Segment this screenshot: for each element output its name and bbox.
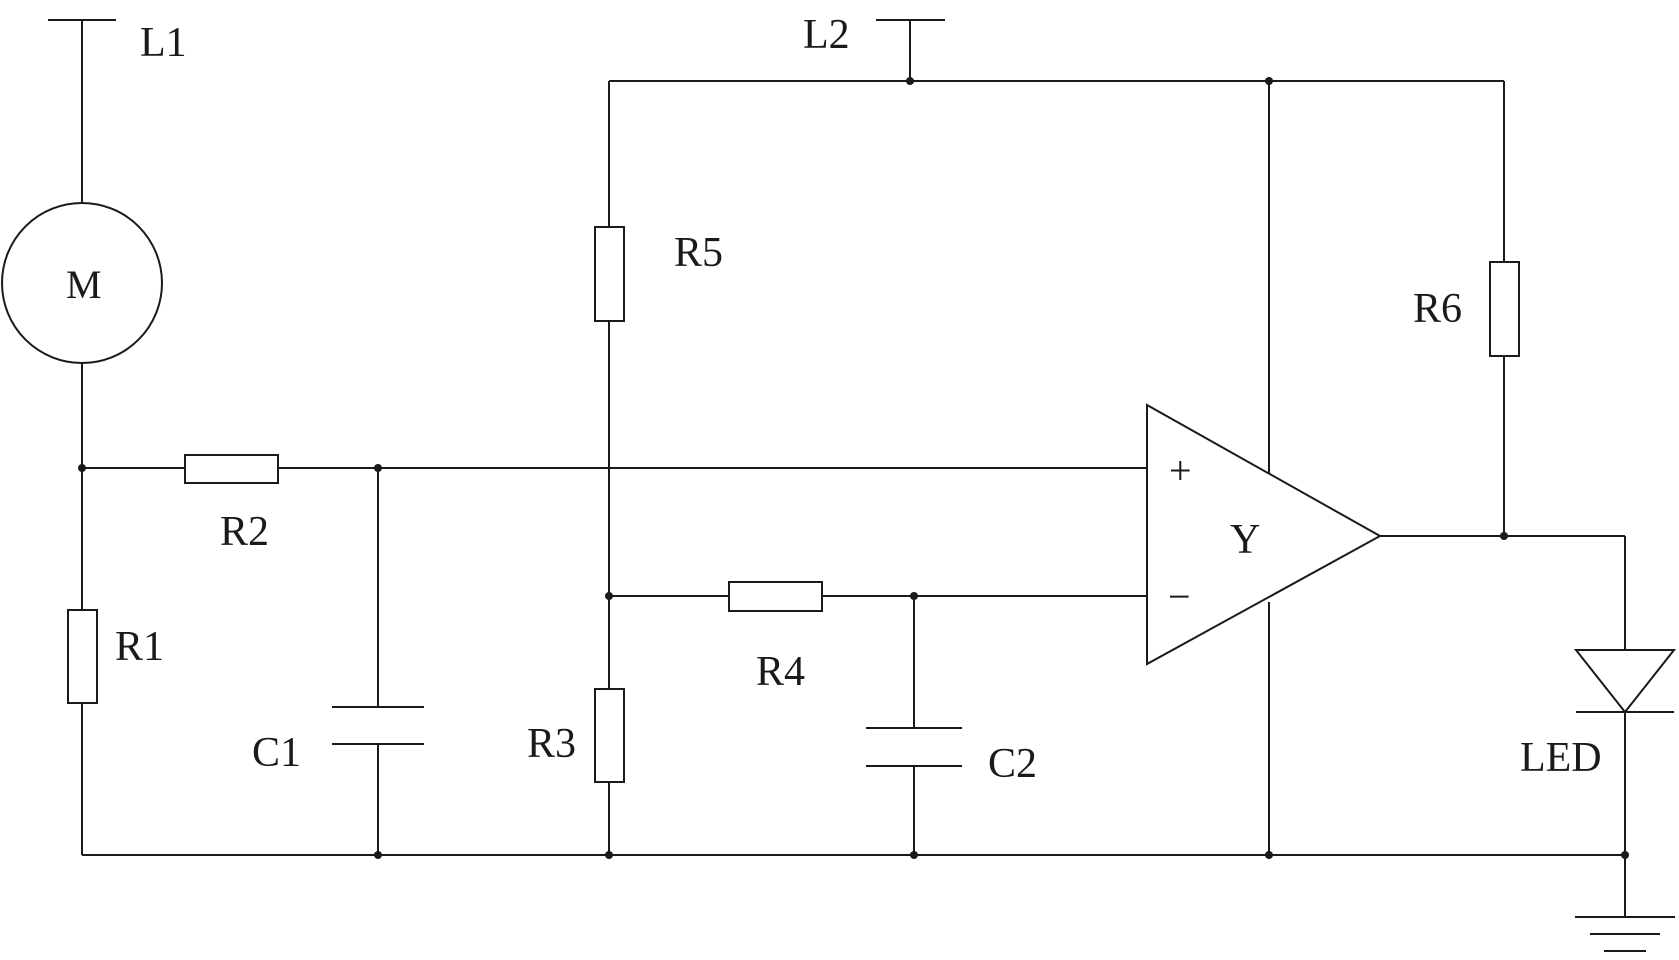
l1-label: L1 xyxy=(140,20,187,66)
c1-label: C1 xyxy=(252,730,301,776)
l2-label: L2 xyxy=(803,12,850,58)
r1-label: R1 xyxy=(115,624,164,670)
resistor-r3 xyxy=(594,688,625,783)
resistor-r6 xyxy=(1489,261,1520,357)
ground-symbol xyxy=(1575,855,1675,952)
l2-terminal xyxy=(876,19,945,81)
r2-label: R2 xyxy=(220,509,269,555)
r3-label: R3 xyxy=(527,721,576,767)
r5-label: R5 xyxy=(674,230,723,276)
r4-label: R4 xyxy=(756,649,805,695)
r6-label: R6 xyxy=(1413,286,1462,332)
opamp-plus-sign: + xyxy=(1169,448,1192,493)
resistor-r1 xyxy=(67,609,98,704)
resistor-r2 xyxy=(184,454,279,484)
l1-terminal xyxy=(48,19,116,202)
motor-label: M xyxy=(66,262,102,307)
led-label: LED xyxy=(1520,735,1602,781)
opamp-y xyxy=(1146,403,1383,666)
led-diode xyxy=(1573,649,1677,714)
resistor-r5 xyxy=(594,226,625,322)
resistor-r4 xyxy=(728,581,823,612)
opamp-label: Y xyxy=(1230,517,1260,563)
junction-dots xyxy=(78,77,1629,859)
c2-label: C2 xyxy=(988,741,1037,787)
opamp-minus-sign: − xyxy=(1168,574,1191,619)
